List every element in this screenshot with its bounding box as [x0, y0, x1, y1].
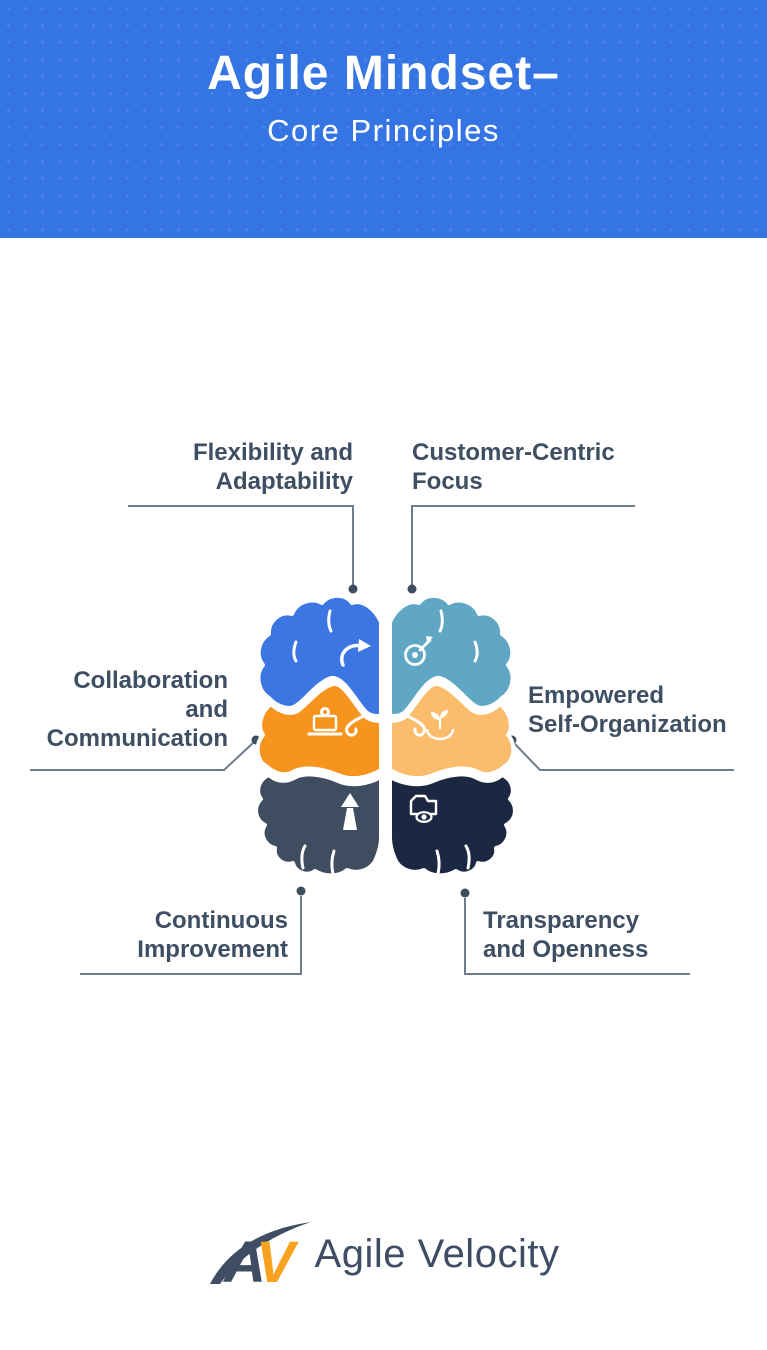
lobe-flexibility [256, 593, 383, 718]
folder-eye-icon [409, 794, 438, 823]
label-line: Collaboration [73, 667, 228, 694]
logo-monogram-v: V [256, 1230, 299, 1290]
curved-arrow-icon [340, 639, 371, 667]
label-line: and Openness [483, 936, 649, 963]
label-line: Focus [412, 468, 483, 495]
label-transparency-openness: Transparency and Openness [483, 906, 648, 964]
logo-wordmark: Agile Velocity [314, 1231, 560, 1276]
label-line: Customer-Centric [412, 439, 615, 466]
connector-dot-transparency [460, 888, 470, 898]
logo-monogram-a: A [222, 1230, 266, 1290]
label-empowered-self-organization: Empowered Self-Organization [528, 681, 727, 739]
connector-collaboration [30, 742, 254, 771]
connector-lines [30, 505, 734, 975]
logo-monogram: A V [209, 1222, 311, 1290]
label-line: Communication [46, 725, 228, 752]
header-banner: Agile Mindset– Core Principles [0, 0, 767, 238]
connector-empowered [513, 742, 734, 771]
label-line: Continuous [154, 907, 288, 934]
lobe-icons [307, 636, 455, 830]
label-flexibility-adaptability: Flexibility and Adaptability [193, 438, 353, 496]
laptop-message-icon [307, 707, 343, 736]
connector-dot-flexibility [348, 584, 358, 594]
label-line: and [185, 696, 228, 723]
lobe-continuous [254, 772, 383, 878]
connector-dot-customer [407, 584, 417, 594]
page-title: Agile Mindset– [207, 47, 560, 100]
label-continuous-improvement: Continuous Improvement [137, 906, 288, 964]
label-line: Flexibility and [192, 439, 353, 466]
label-line: Improvement [137, 936, 288, 963]
connector-continuous [80, 896, 302, 975]
label-collaboration-communication: Collaboration and Communication [47, 666, 228, 753]
logo-swoosh [209, 1222, 311, 1284]
lobe-transparency [388, 772, 517, 878]
label-line: Transparency [483, 907, 640, 934]
label-customer-centric-focus: Customer-Centric Focus [412, 438, 615, 496]
lobe-customer [388, 593, 515, 718]
connector-customer [411, 505, 635, 585]
brain-left-details [292, 609, 370, 876]
target-dart-icon [404, 636, 433, 666]
connector-dot-continuous [296, 886, 306, 896]
logo: A V Agile Velocity [0, 1218, 767, 1290]
connector-transparency [464, 898, 690, 975]
page-subtitle: Core Principles [267, 113, 500, 148]
brain-right-details [401, 609, 479, 876]
label-line: Empowered [528, 682, 665, 709]
brain-right-hemisphere [388, 593, 517, 878]
hand-sprout-icon [425, 710, 455, 741]
connector-flexibility [128, 505, 354, 585]
upward-arrow-icon [341, 793, 359, 830]
brain-left-hemisphere [254, 593, 383, 878]
label-line: Adaptability [215, 468, 353, 495]
label-line: Self-Organization [528, 711, 727, 738]
